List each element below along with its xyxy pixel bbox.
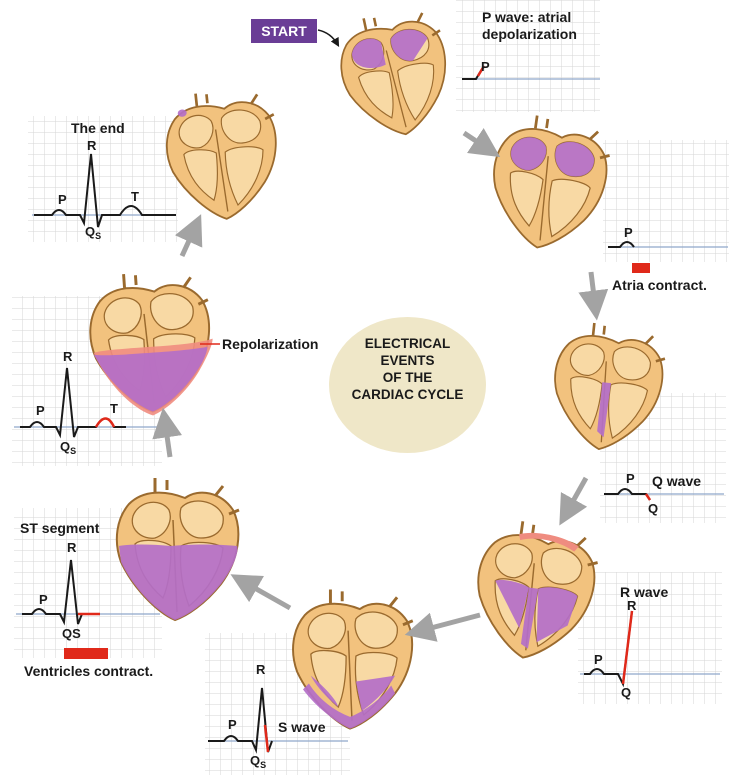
ventricles-contract-label: Ventricles contract. — [24, 663, 154, 679]
arrow-5-to-6 — [230, 574, 292, 611]
ecg-letter-p: P — [626, 471, 635, 486]
ecg-letter-r: R — [256, 662, 266, 677]
ecg-highlight-t — [94, 417, 116, 428]
atria-contraction-bar — [632, 263, 650, 273]
ecg-highlight-s — [263, 724, 270, 753]
arrow-6-to-7 — [152, 407, 183, 458]
heart-1-p-wave-purple-region — [351, 29, 428, 69]
heart-5-s-wave — [291, 587, 415, 731]
heart-3-q-wave — [546, 318, 670, 457]
r-wave-label: R wave — [620, 584, 669, 600]
arrow-2-to-3 — [578, 271, 609, 321]
ecg-letter-p: P — [481, 59, 490, 74]
ventricles-contraction-bar — [64, 648, 108, 659]
p-wave-label: P wave: atrial depolarization — [482, 9, 577, 42]
heart-4-r-wave-pink-top — [519, 532, 579, 552]
heart-1-p-wave — [330, 2, 461, 146]
heart-7-repolarization-purple-region — [93, 346, 208, 412]
ecg-letter-s-subscript: S — [70, 446, 77, 456]
ecg-panel-the-end — [28, 116, 178, 242]
ecg-trace-s-wave — [208, 687, 273, 754]
highlight-bars — [64, 263, 650, 659]
ecg-trace-q-wave — [604, 488, 651, 501]
start-badge: START — [251, 19, 317, 43]
ecg-letter-t: T — [131, 189, 139, 204]
repolarization-label: Repolarization — [222, 336, 319, 352]
heart-7-repolarization — [84, 266, 217, 418]
ecg-letter-t: T — [110, 401, 118, 416]
atria-contract-label: Atria contract. — [612, 277, 707, 293]
ecg-letter-r: R — [627, 598, 637, 613]
ecg-trace-st-segment — [22, 559, 100, 626]
ecg-letter-qs: QS — [62, 626, 81, 641]
ecg-highlight-r — [621, 610, 634, 685]
ecg-letter-r: R — [87, 138, 97, 153]
heart-6-st-segment — [115, 476, 241, 622]
ecg-letter-r: R — [63, 349, 73, 364]
center-circle — [329, 317, 486, 453]
heart-6-st-segment-purple-region — [119, 544, 238, 620]
ecg-letter-p: P — [594, 652, 603, 667]
ecg-trace-atria — [608, 241, 635, 248]
s-wave-label: S wave — [278, 719, 326, 735]
heart-8-end-body — [160, 84, 286, 226]
ecg-letter-q: Q — [621, 685, 632, 700]
start-pointer-arrow — [317, 29, 340, 47]
ecg-letter-q: QS — [60, 439, 77, 457]
center-title: ELECTRICAL EVENTS OF THE CARDIAC CYCLE — [351, 336, 464, 402]
ecg-letter-p: P — [39, 592, 48, 607]
heart-5-s-wave-purple-region — [303, 675, 396, 729]
arrow-4-to-5 — [404, 612, 481, 642]
ecg-letter-p: P — [624, 225, 633, 240]
ecg-highlight-q — [644, 493, 652, 501]
heart-2-atria-contract-body — [482, 109, 616, 258]
ecg-letter-p: P — [36, 403, 45, 418]
arrow-3-to-4 — [559, 476, 589, 526]
ecg-trace-the-end — [34, 153, 176, 228]
ecg-letter-r: R — [67, 540, 77, 555]
ecg-letter-p: P — [228, 717, 237, 732]
cycle-arrows — [152, 128, 609, 642]
arrow-7-to-8 — [175, 214, 203, 258]
ecg-panel-r-wave — [578, 572, 722, 704]
heart-2-atria-contract-purple-region — [510, 137, 595, 177]
q-wave-label: Q wave — [652, 473, 702, 489]
heart-8-end-purple-region — [177, 109, 187, 117]
hearts — [84, 2, 670, 731]
heart-2-atria-contract — [482, 109, 616, 258]
ecg-highlight-p — [476, 65, 486, 77]
arrow-1-to-2 — [462, 128, 501, 158]
heart-4-r-wave — [466, 514, 604, 668]
ecg-letter-q: QS — [85, 224, 102, 242]
the-end-label: The end — [71, 120, 125, 136]
ecg-letter-s-subscript: S — [260, 760, 267, 770]
ecg-letter-p: P — [58, 192, 67, 207]
st-segment-label: ST segment — [20, 520, 100, 536]
ecg-letter-q: Q — [648, 501, 659, 516]
ecg-panel-p-wave — [456, 0, 600, 112]
ecg-panel-atria — [603, 140, 729, 262]
ecg-letter-s-subscript: S — [95, 231, 102, 241]
ecg-letter-q: QS — [250, 753, 267, 771]
heart-8-end — [160, 84, 286, 226]
misc-lines — [200, 29, 340, 345]
heart-3-q-wave-purple-region — [597, 382, 612, 438]
heart-4-r-wave-purple-region — [495, 579, 578, 649]
heart-1-p-wave-body — [330, 2, 461, 146]
ecg-trace-r-wave — [584, 610, 633, 688]
